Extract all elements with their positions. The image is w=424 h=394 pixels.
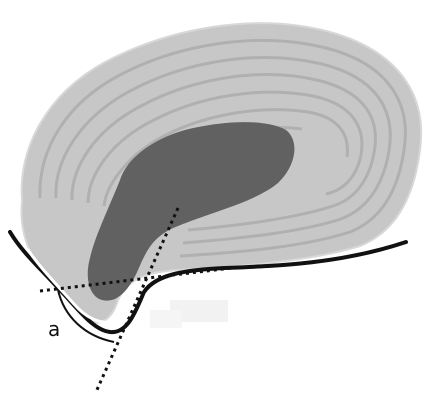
- nucleus-pulposus: [87, 122, 295, 301]
- faint-block: [170, 300, 228, 322]
- boundary-gap: [26, 248, 142, 324]
- horizontal-reference-line: [39, 265, 241, 293]
- faint-block: [150, 310, 182, 328]
- angle-arc: [57, 289, 115, 343]
- angle-label: a: [48, 317, 60, 341]
- oblique-axis-line: [94, 207, 180, 393]
